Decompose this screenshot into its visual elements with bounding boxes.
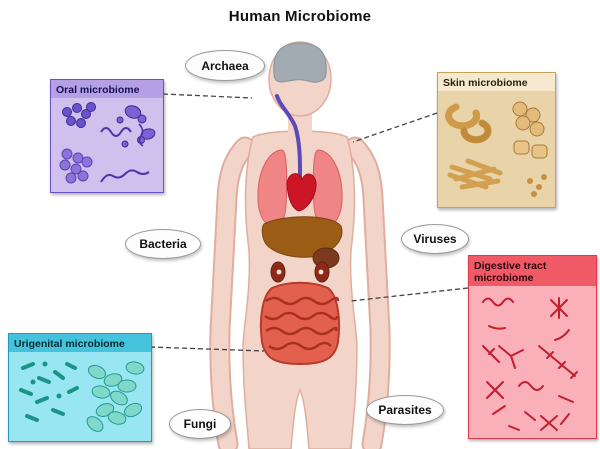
diagram-title: Human Microbiome [228,8,372,25]
label-parasites: Parasites [366,395,444,425]
lungs-icon [257,149,343,227]
connector-digestive [350,287,469,302]
kidneys-icon [270,261,330,283]
digestive-microbiome-label: Digestive tract microbiome [469,256,596,287]
skin-microbes-illustration [445,101,548,198]
digestive-microbes-illustration [482,297,578,432]
urigenital-microbiome-label: Urigenital microbiome [9,334,151,353]
arms [209,136,391,449]
label-viruses: Viruses [401,224,469,254]
connector-skin [352,112,438,143]
heart-icon [286,173,317,212]
label-fungi: Fungi [169,409,231,439]
esophagus-icon [275,94,302,184]
connector-oral [162,93,253,99]
label-archaea: Archaea [185,50,265,81]
intestines-icon [259,281,341,366]
oral-microbiome-box: Oral microbiome [50,79,164,193]
skin-microbiome-box: Skin microbiome [437,72,556,208]
urigenital-microbiome-box: Urigenital microbiome [8,333,152,442]
oral-microbiome-label: Oral microbiome [51,80,163,99]
oral-microbes-illustration [59,102,156,184]
brain-icon [273,42,327,83]
connectors [149,93,469,352]
skin-microbiome-label: Skin microbiome [438,73,555,92]
urigenital-microbes-illustration [19,361,145,432]
label-bacteria: Bacteria [125,229,201,259]
connector-urigenital [149,346,265,352]
digestive-microbiome-box: Digestive tract microbiome [468,255,597,439]
